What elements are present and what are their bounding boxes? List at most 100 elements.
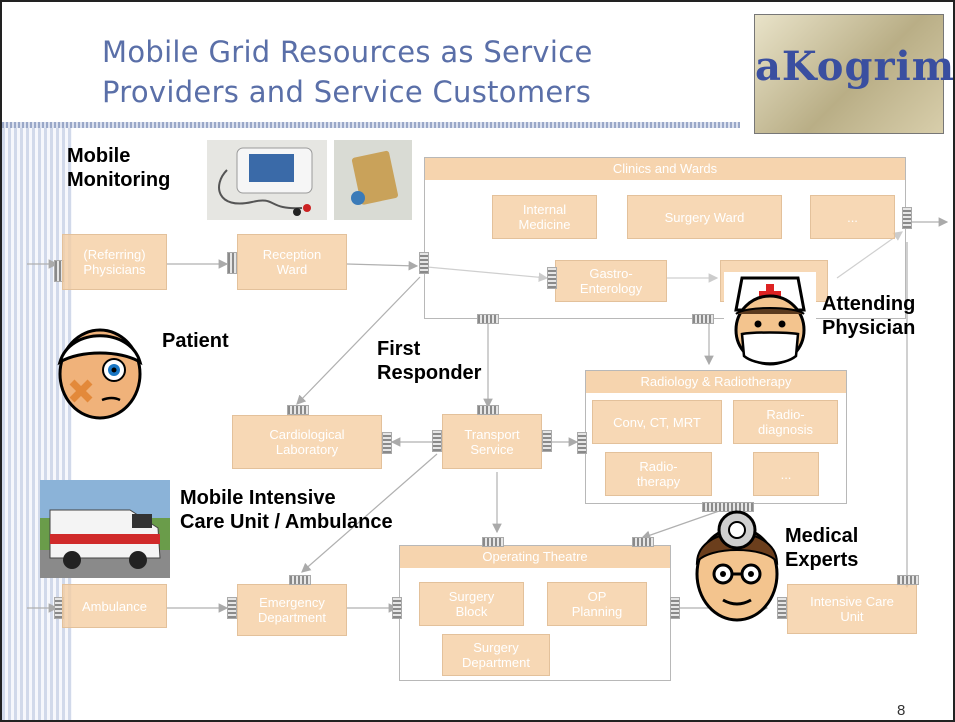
first-responder-label: First Responder (377, 337, 481, 385)
box-label: (Referring) (83, 247, 146, 262)
handle (777, 597, 787, 619)
box-label: Ward (276, 262, 308, 277)
handle (542, 430, 552, 452)
label-line: Monitoring (67, 169, 171, 191)
box-label: Radio- (766, 407, 805, 422)
box-label: Laboratory (275, 442, 339, 457)
title-line-1: Mobile Grid Resources as Service (102, 35, 593, 69)
box-label: Ambulance (81, 598, 148, 614)
handle (547, 267, 557, 289)
patient-icon (57, 328, 143, 420)
radio-diagnosis-box: Radio-diagnosis (733, 400, 838, 444)
mobile-monitoring-label: Mobile Monitoring (67, 144, 170, 192)
handle (477, 314, 499, 324)
label-line: Care Unit / Ambulance (180, 511, 393, 533)
handle (289, 575, 311, 585)
wearable-sensor-photo (334, 140, 412, 220)
ambulance-box: Ambulance (62, 584, 167, 628)
handle (287, 405, 309, 415)
operating-header: Operating Theatre (400, 546, 670, 568)
box-label: Service (470, 441, 514, 457)
box-label: Gastro- (589, 266, 633, 281)
medical-experts-label: Medical Experts (785, 524, 858, 572)
radiology-header: Radiology & Radiotherapy (586, 371, 846, 393)
box-label: Department (258, 610, 326, 625)
handle (670, 597, 680, 619)
box-label: ... (780, 466, 792, 482)
handle (632, 537, 654, 547)
label-line: Mobile (67, 145, 131, 167)
handle (577, 432, 587, 454)
ambulance-photo (40, 480, 170, 578)
clinics-more-box: ... (810, 195, 895, 239)
box-label: Intensive Care (810, 594, 894, 609)
box-label: Surgery Ward (664, 209, 745, 225)
box-label: diagnosis (758, 422, 813, 437)
box-label: Surgery (473, 640, 519, 655)
box-label: Radio- (639, 459, 678, 474)
handle (419, 252, 429, 274)
logo-text: aKogrimo (755, 43, 955, 90)
box-label: Internal (522, 202, 567, 217)
mobile-icu-label: Mobile Intensive Care Unit / Ambulance (180, 486, 393, 534)
box-label: Reception (262, 247, 322, 262)
handle (477, 405, 499, 415)
clinics-header: Clinics and Wards (425, 158, 905, 180)
label-line: Experts (785, 549, 859, 571)
surgery-ward-box: Surgery Ward (627, 195, 782, 239)
box-label: Conv, CT, MRT (613, 414, 701, 430)
label-line: Mobile Intensive (180, 487, 336, 509)
attending-physician-label: Attending Physician (822, 292, 915, 340)
title-line-2: Providers and Service Customers (102, 75, 592, 109)
patient-label: Patient (162, 329, 229, 353)
box-label: Emergency (259, 595, 325, 610)
box-label: Transport (464, 426, 520, 442)
box-label: Department (462, 655, 530, 670)
handle (902, 207, 912, 229)
box-label: Block (455, 604, 488, 619)
box-label: Surgery (448, 589, 495, 604)
handle (382, 432, 392, 454)
conv-ct-mrt-box: Conv, CT, MRT (592, 400, 722, 444)
label-line: First (377, 338, 421, 360)
handle (432, 430, 442, 452)
box-label: ... (847, 209, 858, 225)
label-line: Attending (822, 293, 916, 315)
radio-therapy-box: Radio-therapy (605, 452, 712, 496)
attending-physician-icon (724, 272, 816, 370)
label-line: Patient (162, 330, 229, 352)
referring-physicians-box: (Referring)Physicians (62, 234, 167, 290)
akogrimo-logo: aKogrimo (754, 14, 955, 134)
handle (692, 314, 714, 324)
monitoring-device-photo (207, 140, 327, 220)
box-label: Physicians (83, 262, 146, 277)
label-line: Responder (377, 362, 482, 384)
handle (482, 537, 504, 547)
page-number: 8 (897, 702, 906, 719)
handle (897, 575, 919, 585)
box-label: Cardiological (269, 427, 345, 442)
medical-expert-icon (695, 510, 779, 622)
gastro-enterology-box: Gastro-Enterology (555, 260, 667, 302)
box-label: Unit (840, 609, 864, 624)
handle (392, 597, 402, 619)
handle (227, 597, 237, 619)
title-underline (2, 122, 740, 128)
box-label: OP (587, 589, 607, 604)
box-label: Medicine (518, 217, 571, 232)
box-label: Planning (571, 604, 623, 619)
label-line: Medical (785, 525, 859, 547)
label-line: Physician (822, 317, 916, 339)
box-label: Enterology (579, 281, 643, 296)
